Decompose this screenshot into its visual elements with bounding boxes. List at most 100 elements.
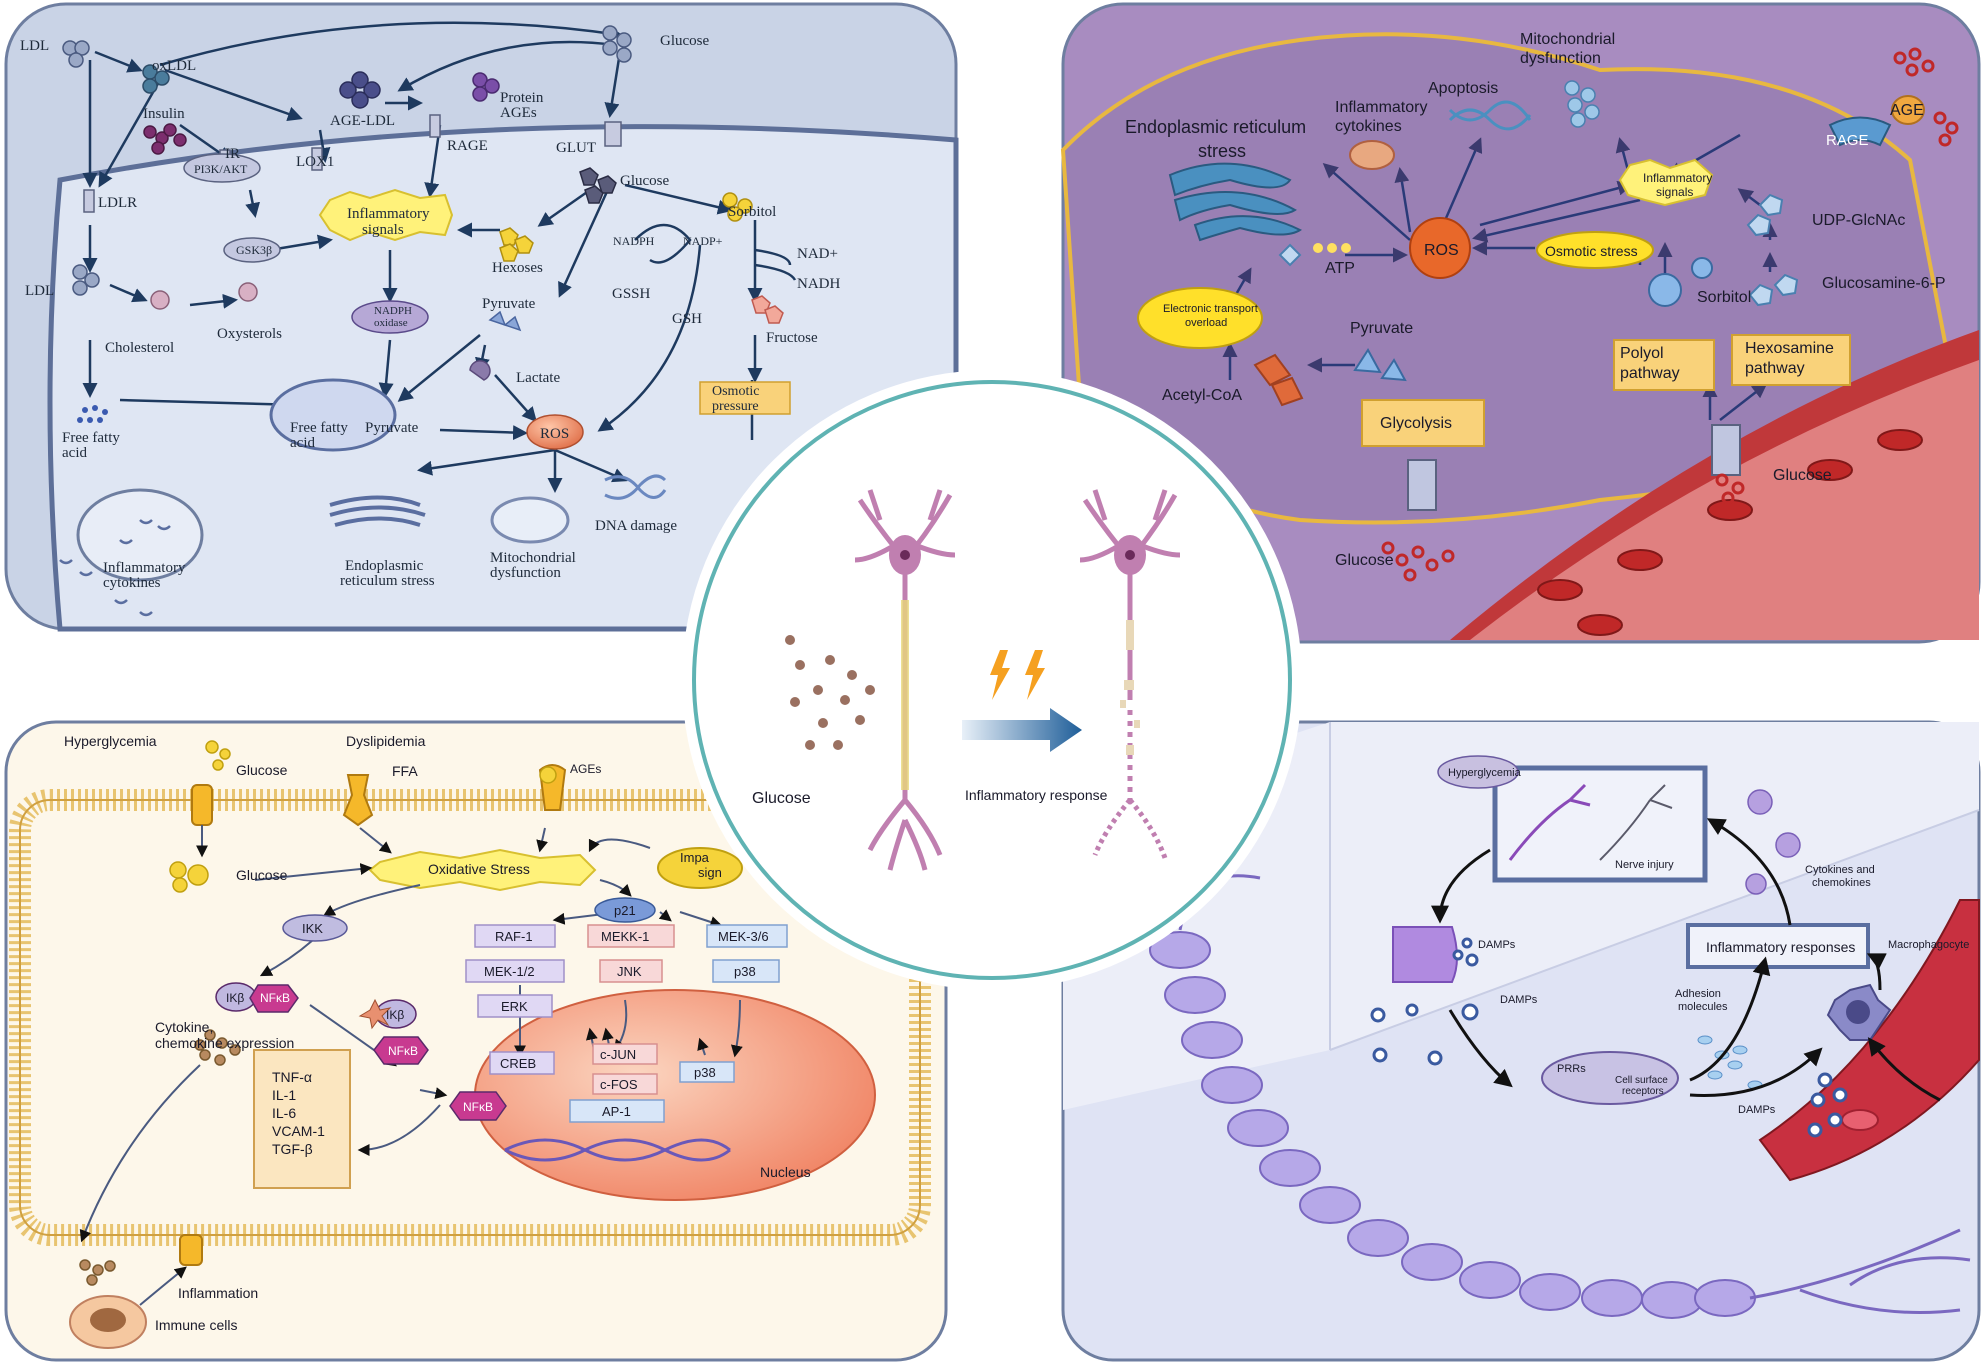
tl-pyruvate-mito-label: Pyruvate bbox=[365, 420, 419, 436]
tr-pyruvate-label: Pyruvate bbox=[1350, 320, 1413, 337]
br-damps1-label: DAMPs bbox=[1478, 939, 1516, 951]
bl-cytokine-item: TNF-α bbox=[272, 1069, 312, 1085]
tl-gsh-label: GSH bbox=[672, 311, 702, 327]
tl-ir-label: IR bbox=[225, 146, 240, 162]
bl-jnk-label: JNK bbox=[617, 964, 642, 979]
bl-cfos-label: c-FOS bbox=[600, 1077, 638, 1092]
tr-glucosamine-label: Glucosamine-6-P bbox=[1822, 275, 1946, 292]
tl-cholesterol-label: Cholesterol bbox=[105, 340, 174, 356]
bl-mekk1-label: MEKK-1 bbox=[601, 929, 649, 944]
tr-sorbitol-label: Sorbitol bbox=[1697, 289, 1751, 306]
tr-ros-label: ROS bbox=[1424, 242, 1459, 259]
tl-nad-plus-label: NAD+ bbox=[797, 246, 838, 262]
tr-glycolysis-label: Glycolysis bbox=[1380, 415, 1452, 432]
tl-oxysterols-label: Oxysterols bbox=[217, 326, 282, 342]
center-glucose-dots bbox=[785, 635, 875, 750]
bl-raf1-label: RAF-1 bbox=[495, 929, 533, 944]
br-prrs-label: PRRs bbox=[1557, 1063, 1586, 1075]
tl-pi3k-label: PI3K/AKT bbox=[194, 162, 248, 176]
bl-erk-label: ERK bbox=[501, 999, 528, 1014]
tl-ldl-top-label: LDL bbox=[20, 38, 49, 54]
bl-nucleus-label: Nucleus bbox=[760, 1164, 811, 1180]
bl-p38a-label: p38 bbox=[734, 964, 756, 979]
bl-cytokine-item: VCAM-1 bbox=[272, 1123, 325, 1139]
tl-ldl-mid-label: LDL bbox=[25, 283, 54, 299]
tl-insulin-label: Insulin bbox=[143, 106, 185, 122]
center-inflammatory-response-label: Inflammatory response bbox=[965, 787, 1108, 803]
bl-dyslipidemia-label: Dyslipidemia bbox=[346, 733, 426, 749]
tl-age-ldl-label: AGE-LDL bbox=[330, 113, 395, 129]
br-damps3-label: DAMPs bbox=[1738, 1104, 1776, 1116]
tl-rage-label: RAGE bbox=[447, 138, 488, 154]
bl-p38b-label: p38 bbox=[694, 1065, 716, 1080]
bl-oxidative-stress-label: Oxidative Stress bbox=[428, 861, 530, 877]
bl-cytokine-item: IL-6 bbox=[272, 1105, 296, 1121]
tr-glucose-left-label: Glucose bbox=[1335, 552, 1394, 569]
bl-mek36-label: MEK-3/6 bbox=[718, 929, 769, 944]
br-macrophagocyte-label: Macrophagocyte bbox=[1888, 939, 1969, 951]
bl-ikb2-label: IKβ bbox=[386, 1008, 404, 1022]
bl-glucose-in-label: Glucose bbox=[236, 867, 288, 883]
center-glucose-label: Glucose bbox=[752, 790, 811, 807]
tr-age-label: AGE bbox=[1890, 102, 1924, 119]
tl-pyruvate-label: Pyruvate bbox=[482, 296, 536, 312]
tr-apoptosis-label: Apoptosis bbox=[1428, 80, 1498, 97]
tl-glucose-in-label: Glucose bbox=[620, 173, 669, 189]
tl-nadh-label: NADH bbox=[797, 276, 840, 292]
bl-hyperglycemia-label: Hyperglycemia bbox=[64, 733, 157, 749]
tl-fructose-label: Fructose bbox=[766, 330, 818, 346]
br-damps2-label: DAMPs bbox=[1500, 994, 1538, 1006]
tl-hexoses-label: Hexoses bbox=[492, 260, 543, 276]
lightning-icons bbox=[990, 650, 1045, 700]
bl-nfkb2-label: NFκB bbox=[388, 1044, 418, 1058]
bl-glucose-top-label: Glucose bbox=[236, 762, 288, 778]
br-infl-resp-label: Inflammatory responses bbox=[1706, 939, 1855, 955]
bl-mek12-label: MEK-1/2 bbox=[484, 964, 535, 979]
tr-atp-label: ATP bbox=[1325, 260, 1355, 277]
br-nerve-chain bbox=[1149, 931, 1756, 1319]
panel-bottom-right: Hyperglycemia Nerve injury Cytokines and… bbox=[1061, 720, 1981, 1362]
tr-acetyl-label: Acetyl-CoA bbox=[1162, 387, 1242, 404]
tl-glucose-top-label: Glucose bbox=[660, 33, 709, 49]
bl-ffa-label: FFA bbox=[392, 763, 418, 779]
bl-creb-label: CREB bbox=[500, 1056, 536, 1071]
tl-glut-label: GLUT bbox=[556, 140, 596, 156]
tl-ros-label: ROS bbox=[540, 426, 569, 442]
bl-inflammation-label: Inflammation bbox=[178, 1285, 258, 1301]
tl-ldlr-label: LDLR bbox=[98, 195, 137, 211]
transition-arrow bbox=[962, 708, 1082, 752]
damaged-myelin bbox=[1120, 620, 1140, 755]
br-nerve-injury-label: Nerve injury bbox=[1615, 859, 1674, 871]
bl-cytokine-expr-label: Cytokine,chemokine expression bbox=[155, 1019, 294, 1051]
bl-cytokine-item: TGF-β bbox=[272, 1141, 313, 1157]
tl-nadp-label: NADP+ bbox=[683, 234, 723, 248]
tr-osmotic-label: Osmotic stress bbox=[1545, 243, 1638, 259]
bl-ages-label: AGEs bbox=[570, 762, 601, 776]
tr-glucose-right-label: Glucose bbox=[1773, 467, 1832, 484]
bl-cytokine-item: IL-1 bbox=[272, 1087, 296, 1103]
bl-cjun-label: c-JUN bbox=[600, 1047, 636, 1062]
tl-nadph-label: NADPH bbox=[613, 234, 655, 248]
bl-nfkb3-label: NFκB bbox=[463, 1100, 493, 1114]
tl-lactate-label: Lactate bbox=[516, 370, 560, 386]
center-circle: Glucose Inflammatory response bbox=[682, 370, 1302, 990]
